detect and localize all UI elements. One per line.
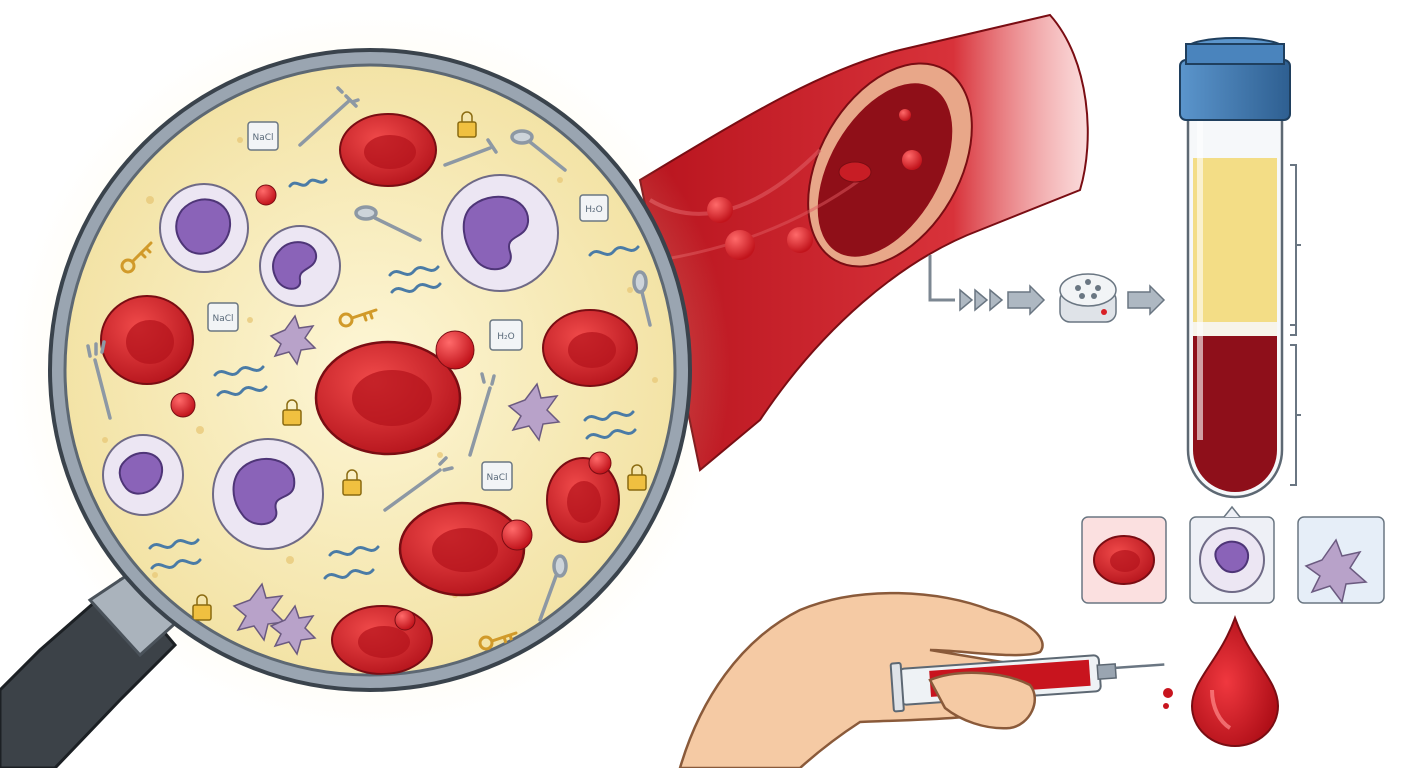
sugar-cube-icon: H₂O bbox=[579, 194, 609, 222]
tube-red-cell-layer bbox=[1193, 336, 1277, 492]
protein-strand-icon bbox=[323, 545, 380, 580]
red-blood-cell-icon bbox=[339, 113, 437, 187]
process-flow bbox=[928, 255, 1166, 323]
tube-buffy-layer bbox=[1193, 322, 1277, 336]
key-icon bbox=[338, 308, 378, 328]
thumb bbox=[928, 671, 1036, 730]
white-blood-cell-icon bbox=[441, 174, 559, 292]
blood-vessel bbox=[638, 13, 1089, 472]
sugar-cube-icon: NaCl bbox=[207, 302, 239, 332]
protein-strand-icon bbox=[583, 410, 637, 440]
forks bbox=[86, 86, 498, 512]
key-icon bbox=[120, 241, 153, 274]
fork-icon bbox=[468, 372, 496, 457]
protein-strand-icon bbox=[388, 265, 442, 294]
lock-icon bbox=[627, 464, 647, 491]
component-panels bbox=[1081, 505, 1385, 604]
spoon-icon bbox=[538, 554, 568, 622]
spoons bbox=[354, 129, 652, 622]
red-blood-cell-icon bbox=[331, 605, 433, 675]
lock-icon bbox=[282, 399, 302, 426]
red-blood-cell-icon bbox=[398, 501, 526, 597]
fork-icon bbox=[383, 456, 454, 512]
fork-icon bbox=[298, 86, 360, 147]
tube-cap bbox=[1179, 37, 1291, 121]
white-blood-cell-icon bbox=[259, 225, 341, 307]
fork-icon bbox=[86, 340, 112, 420]
test-tube-icon bbox=[1179, 37, 1301, 499]
salt-label: H₂O bbox=[497, 332, 514, 342]
salt-cubes: NaCl NaCl H₂O H₂O NaCl bbox=[207, 121, 609, 491]
keys bbox=[120, 241, 518, 651]
lock-icon bbox=[342, 469, 362, 496]
lock-icon bbox=[457, 111, 477, 138]
centrifuge-icon bbox=[1059, 273, 1117, 323]
red-blood-cell-icon bbox=[100, 295, 194, 385]
protein-strand-icon bbox=[288, 178, 328, 188]
platelet-icon bbox=[507, 382, 561, 442]
salt-label: NaCl bbox=[252, 133, 273, 143]
platelet-icon bbox=[1304, 538, 1368, 604]
panel-white-blood-cell bbox=[1189, 505, 1275, 604]
tube-plasma-layer bbox=[1193, 158, 1277, 322]
platelet-icon bbox=[269, 314, 317, 366]
layer-brackets bbox=[1290, 164, 1301, 486]
sugar-cube-icon: NaCl bbox=[247, 121, 279, 151]
spoon-icon bbox=[510, 129, 567, 172]
hand-with-syringe bbox=[678, 591, 1173, 768]
platelet-icon bbox=[232, 582, 286, 642]
key-icon bbox=[478, 631, 518, 651]
lens-contents: NaCl NaCl H₂O H₂O NaCl bbox=[86, 86, 658, 675]
salt-label: H₂O bbox=[585, 205, 602, 215]
fork-icon bbox=[443, 138, 498, 167]
spoon-icon bbox=[354, 205, 422, 242]
white-blood-cell-icon bbox=[159, 183, 249, 273]
panel-red-blood-cell bbox=[1081, 516, 1167, 604]
lock-icon bbox=[192, 594, 212, 621]
protein-strands bbox=[148, 178, 640, 580]
locks bbox=[192, 111, 647, 621]
sugar-cube-icon: H₂O bbox=[489, 319, 523, 351]
platelets bbox=[232, 314, 561, 656]
panel-platelet bbox=[1297, 516, 1385, 604]
sugar-cube-icon: NaCl bbox=[481, 461, 513, 491]
arrow-right-icon bbox=[959, 284, 1166, 316]
blood-drop-icon bbox=[1190, 615, 1280, 747]
salt-label: NaCl bbox=[212, 314, 233, 324]
salt-label: NaCl bbox=[486, 473, 507, 483]
red-blood-cells bbox=[100, 113, 638, 675]
spoon-icon bbox=[632, 270, 652, 327]
white-blood-cell-icon bbox=[102, 434, 184, 516]
protein-strand-icon bbox=[213, 365, 268, 397]
protein-strand-icon bbox=[148, 538, 202, 570]
protein-strand-icon bbox=[588, 245, 640, 257]
platelet-icon bbox=[269, 604, 317, 656]
red-blood-cell-icon bbox=[542, 309, 638, 387]
hand bbox=[678, 591, 1044, 768]
white-blood-cells bbox=[102, 174, 559, 550]
red-blood-cell-icon bbox=[314, 340, 462, 456]
red-blood-cell-icon bbox=[546, 457, 620, 543]
white-blood-cell-icon bbox=[212, 438, 324, 550]
